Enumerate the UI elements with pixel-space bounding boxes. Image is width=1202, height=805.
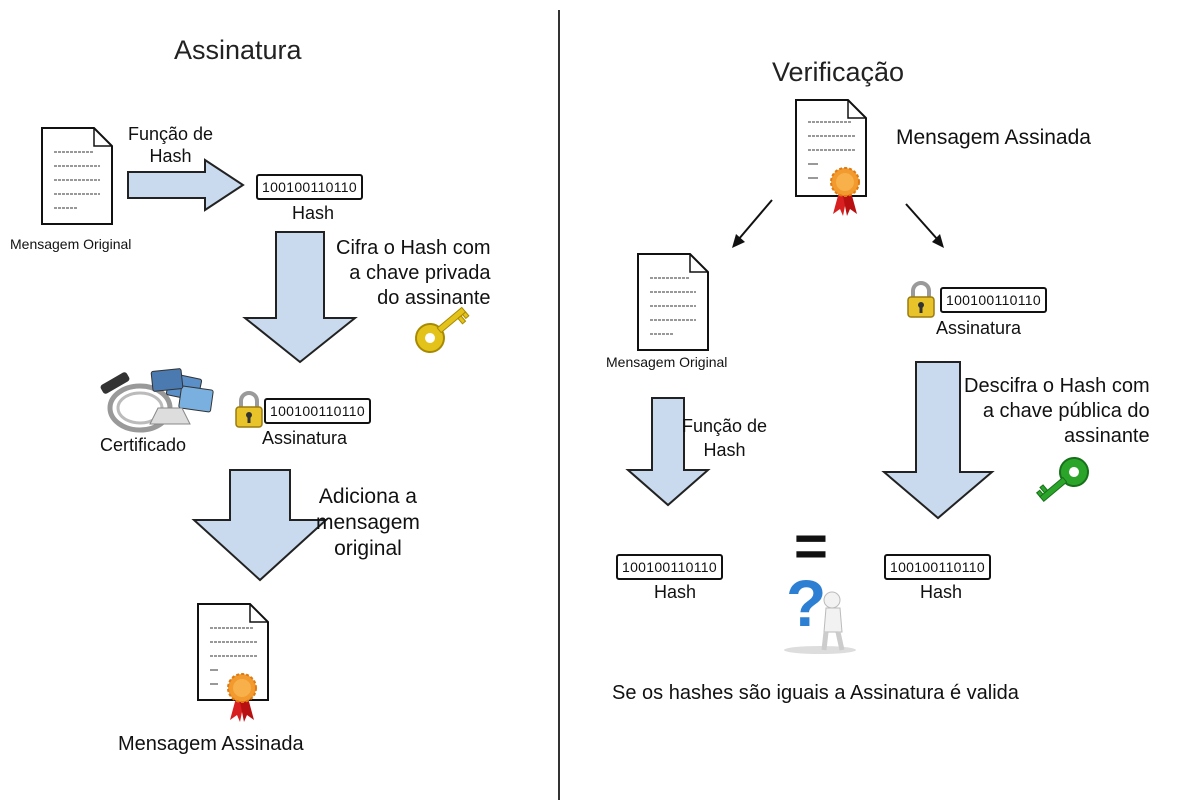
signature-label-right: Assinatura	[936, 318, 1022, 338]
signed-message-label-right: Mensagem Assinada	[896, 126, 1091, 149]
seal-icon-left	[227, 673, 257, 723]
hash-function-label: Função de Hash	[128, 123, 213, 167]
append-label: Adiciona a mensagem original	[316, 484, 420, 562]
seal-icon-right	[830, 167, 860, 217]
hash-function-arrow-right	[625, 397, 711, 507]
hash-right-value-box: 100100110110	[884, 554, 991, 580]
original-message-document	[41, 127, 113, 225]
hash-value-box: 100100110110	[256, 174, 363, 200]
original-message-label-right: Mensagem Original	[606, 354, 728, 370]
hash-right-label: Hash	[920, 582, 963, 602]
hash-function-arrow	[127, 158, 245, 212]
equals-symbol: =	[794, 514, 828, 579]
decrypt-label: Descifra o Hash com a chave pública do a…	[964, 374, 1150, 449]
signature-value-box: 100100110110	[264, 398, 371, 424]
hash-left-label: Hash	[654, 582, 697, 602]
certificate-devices-icon	[100, 368, 214, 433]
signature-label: Assinatura	[262, 428, 348, 448]
encrypt-line-1: Cifra o Hash com	[336, 237, 491, 259]
signature-padlock-icon	[234, 391, 264, 429]
hash-function-right-line-2: Hash	[703, 440, 746, 460]
append-line-3: original	[334, 537, 402, 560]
encrypt-arrow	[242, 231, 358, 364]
original-message-label: Mensagem Original	[10, 236, 132, 252]
decrypt-arrow	[881, 361, 995, 520]
hash-label: Hash	[292, 203, 335, 223]
signed-message-label-left: Mensagem Assinada	[118, 733, 304, 755]
signature-title: Assinatura	[174, 35, 302, 65]
conclusion-text: Se os hashes são iguais a Assinatura é v…	[612, 682, 1019, 704]
append-line-1: Adiciona a	[318, 485, 417, 508]
hash-function-label-right: Função de Hash	[682, 414, 767, 462]
hash-function-line-2: Hash	[149, 146, 192, 166]
decrypt-line-1: Descifra o Hash com	[964, 375, 1150, 397]
hash-left-value-box: 100100110110	[616, 554, 723, 580]
hash-function-line-1: Função de	[128, 124, 214, 144]
signed-message-document-left	[197, 603, 269, 701]
encrypt-label: Cifra o Hash com a chave privada do assi…	[336, 236, 491, 311]
encrypt-line-3: do assinante	[377, 287, 491, 309]
signed-message-document-right	[795, 99, 867, 197]
hash-function-right-line-1: Função de	[682, 416, 768, 436]
decrypt-line-2: a chave pública do	[982, 400, 1150, 422]
append-arrow	[191, 469, 329, 582]
split-arrow-left	[732, 199, 773, 248]
question-mark-icon: ?	[786, 566, 827, 640]
signature-padlock-icon-right	[906, 281, 936, 319]
decrypt-line-3: assinante	[1064, 425, 1150, 447]
append-line-2: mensagem	[316, 511, 420, 534]
verification-title: Verificação	[772, 57, 905, 87]
original-message-document-right	[637, 253, 709, 351]
question-figure-icon	[784, 591, 856, 654]
certificate-label: Certificado	[100, 435, 187, 455]
encrypt-line-2: a chave privada	[349, 262, 491, 284]
private-key-icon	[415, 306, 470, 353]
split-arrow-right	[905, 203, 944, 248]
section-divider	[558, 10, 560, 800]
signature-value-box-right: 100100110110	[940, 287, 1047, 313]
public-key-icon	[1035, 457, 1089, 502]
